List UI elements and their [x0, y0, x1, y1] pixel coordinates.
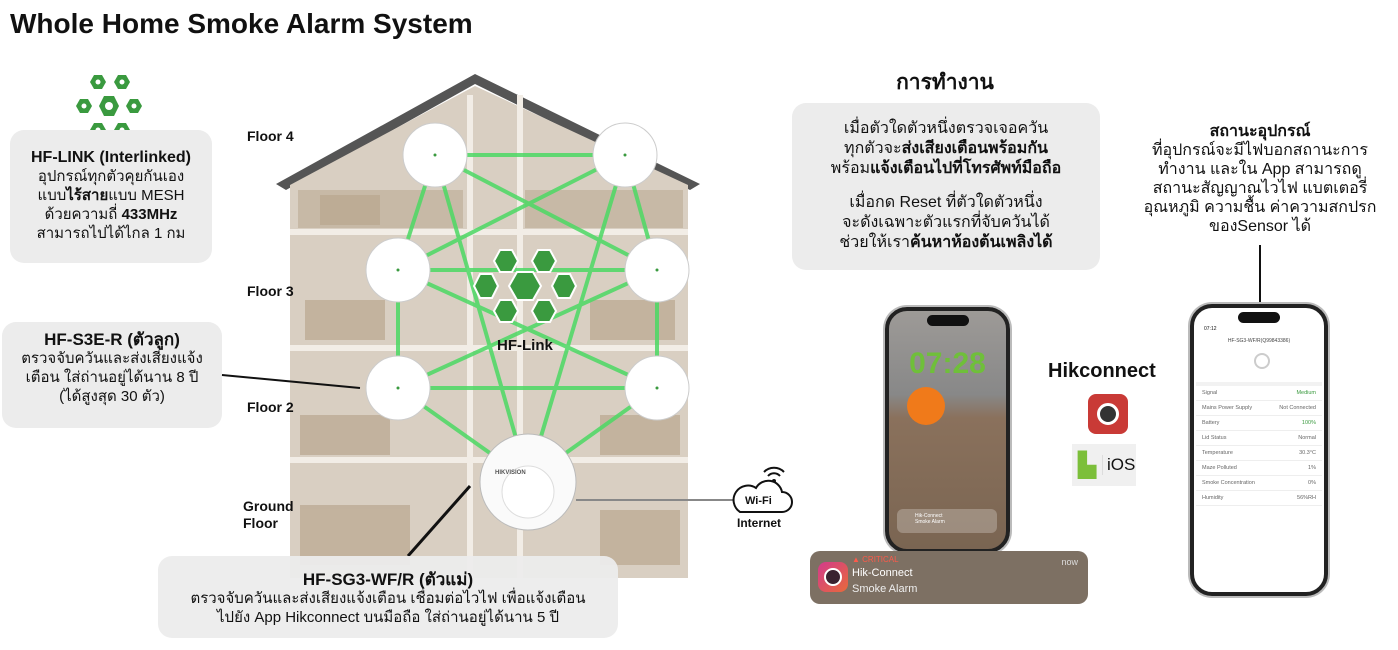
- status-row[interactable]: Smoke Concentration 0%: [1196, 476, 1322, 491]
- house-diagram: [221, 74, 793, 578]
- android-icon: ▙: [1077, 451, 1097, 479]
- s3e-title: HF-S3E-R (ตัวลูก): [44, 330, 180, 349]
- status-row[interactable]: Temperature 30.3°C: [1196, 446, 1322, 461]
- device-status-phone: 07:12 HF-SG3-WF/R(Q99843386) Signal Mediu…: [1190, 304, 1328, 596]
- status-row-value: 100%: [1301, 420, 1316, 426]
- platform-badges: ▙ iOS: [1072, 444, 1136, 486]
- status-clock: 07:12: [1204, 326, 1217, 332]
- operation-text: จะดังเฉพาะตัวแรกที่จับควันได้: [842, 214, 1050, 231]
- hub-label: HF-Link: [497, 337, 553, 354]
- hik-connect-app-icon: [818, 562, 848, 592]
- status-line: ที่อุปกรณ์จะมีไฟบอกสถานะการ: [1151, 142, 1368, 159]
- status-row-label: Maze Polluted: [1202, 465, 1237, 471]
- s3e-info-box: HF-S3E-R (ตัวลูก) ตรวจจับควันและส่งเสียง…: [2, 322, 222, 428]
- status-row-value: 0%: [1308, 480, 1316, 486]
- status-row-value: Not Connected: [1279, 405, 1316, 411]
- notification-time: now: [1061, 557, 1078, 567]
- status-row-value: 30.3°C: [1299, 450, 1316, 456]
- hf-link-text: ด้วยความถี่ 433MHz: [44, 206, 178, 223]
- s3e-text: เตือน ใส่ถ่านอยู่ได้นาน 8 ปี: [25, 369, 199, 386]
- status-line: ของSensor ได้: [1209, 218, 1311, 235]
- status-row-label: Humidity: [1202, 495, 1224, 501]
- orange-image: [907, 387, 945, 425]
- status-row-label: Battery: [1202, 420, 1220, 426]
- notification-level: ▲ CRITICAL: [852, 555, 899, 564]
- internet-label: Internet: [737, 516, 782, 530]
- status-row[interactable]: Battery 100%: [1196, 416, 1322, 431]
- hikconnect-app-icon[interactable]: [1088, 394, 1128, 434]
- wifi-cloud-label: Wi-Fi: [745, 495, 772, 507]
- status-row[interactable]: Maze Polluted 1%: [1196, 461, 1322, 476]
- status-line: สถานะสัญญาณไวไฟ แบตเตอรี่: [1152, 180, 1368, 197]
- status-row-label: Signal: [1202, 390, 1218, 396]
- sg3-title: HF-SG3-WF/R (ตัวแม่): [302, 570, 474, 589]
- status-row-value: 56%RH: [1297, 495, 1316, 501]
- status-row[interactable]: Lid Status Normal: [1196, 431, 1322, 446]
- hf-link-title: HF-LINK (Interlinked): [31, 149, 191, 166]
- connector-line: [1259, 245, 1261, 303]
- operation-text: ทุกตัวจะส่งเสียงเตือนพร้อมกัน: [844, 140, 1048, 157]
- floor-label: Floor 2: [247, 399, 294, 415]
- status-row-value: Normal: [1298, 435, 1316, 441]
- operation-text: เมื่อกด Reset ที่ตัวใดตัวหนึ่ง: [849, 194, 1043, 211]
- device-name: HF-SG3-WF/R(Q99843386): [1227, 338, 1291, 344]
- operation-title: การทำงาน: [896, 71, 994, 94]
- floor-label: Floor 3: [247, 283, 294, 299]
- app-name: Hikconnect: [1048, 360, 1156, 382]
- s3e-text: (ได้สูงสุด 30 ตัว): [59, 388, 165, 405]
- notification-message: Smoke Alarm: [852, 583, 918, 595]
- floor-label: Floor 4: [247, 128, 294, 144]
- sg3-info-box: HF-SG3-WF/R (ตัวแม่) ตรวจจับควันและส่งเส…: [158, 556, 618, 638]
- status-line: ทำงาน และใน App สามารถดู: [1158, 161, 1362, 178]
- s3e-text: ตรวจจับควันและส่งเสียงแจ้ง: [21, 350, 203, 367]
- status-row-value: Medium: [1296, 390, 1316, 396]
- status-line: อุณหภูมิ ความชื้น ค่าความสกปรก: [1143, 199, 1377, 216]
- operation-text: ช่วยให้เราค้นหาห้องต้นเพลิงได้: [839, 234, 1053, 251]
- cloud-icon: [732, 479, 793, 513]
- status-row-label: Smoke Concentration: [1202, 480, 1255, 486]
- device-image: [1254, 353, 1270, 369]
- notification-app: Hik-Connect: [852, 567, 913, 579]
- hf-link-info-box: HF-LINK (Interlinked) อุปกรณ์ทุกตัวคุยกั…: [10, 130, 212, 263]
- status-title: สถานะอุปกรณ์: [1209, 123, 1311, 140]
- hf-link-text: แบบไร้สายแบบ MESH: [37, 187, 185, 204]
- status-text: สถานะอุปกรณ์ ที่อุปกรณ์จะมีไฟบอกสถานะการ…: [1125, 122, 1395, 236]
- sg3-text: ตรวจจับควันและส่งเสียงแจ้งเตือน เชื่อมต่…: [190, 590, 586, 607]
- device-brand: HIKVISION: [495, 470, 526, 476]
- sg3-text: ไปยัง App Hikconnect บนมือถือ ใส่ถ่านอยู…: [217, 609, 559, 626]
- status-row-label: Temperature: [1202, 450, 1233, 456]
- ios-label: iOS: [1102, 455, 1135, 475]
- operation-box: เมื่อตัวใดตัวหนึ่งตรวจเจอควัน ทุกตัวจะส่…: [792, 103, 1100, 270]
- hf-link-text: อุปกรณ์ทุกตัวคุยกันเอง: [37, 168, 185, 185]
- wifi-icon: [763, 466, 785, 477]
- status-row-label: Mains Power Supply: [1202, 405, 1253, 411]
- page-title: Whole Home Smoke Alarm System: [10, 8, 473, 39]
- status-row-value: 1%: [1308, 465, 1316, 471]
- hf-link-text: สามารถไปได้ไกล 1 กม: [36, 225, 186, 242]
- operation-text: พร้อมแจ้งเตือนไปที่โทรศัพท์มือถือ: [830, 160, 1062, 177]
- status-row[interactable]: Mains Power Supply Not Connected: [1196, 401, 1322, 416]
- status-row-label: Lid Status: [1202, 435, 1227, 441]
- hf-link-hub-icon: [472, 249, 578, 323]
- status-row[interactable]: Signal Medium: [1196, 386, 1322, 401]
- operation-text: เมื่อตัวใดตัวหนึ่งตรวจเจอควัน: [843, 120, 1049, 137]
- status-row[interactable]: Humidity 56%RH: [1196, 491, 1322, 506]
- lockscreen-time: 07:28: [909, 347, 986, 380]
- critical-notification[interactable]: ▲ CRITICAL Hik-Connect Smoke Alarm now: [810, 551, 1088, 604]
